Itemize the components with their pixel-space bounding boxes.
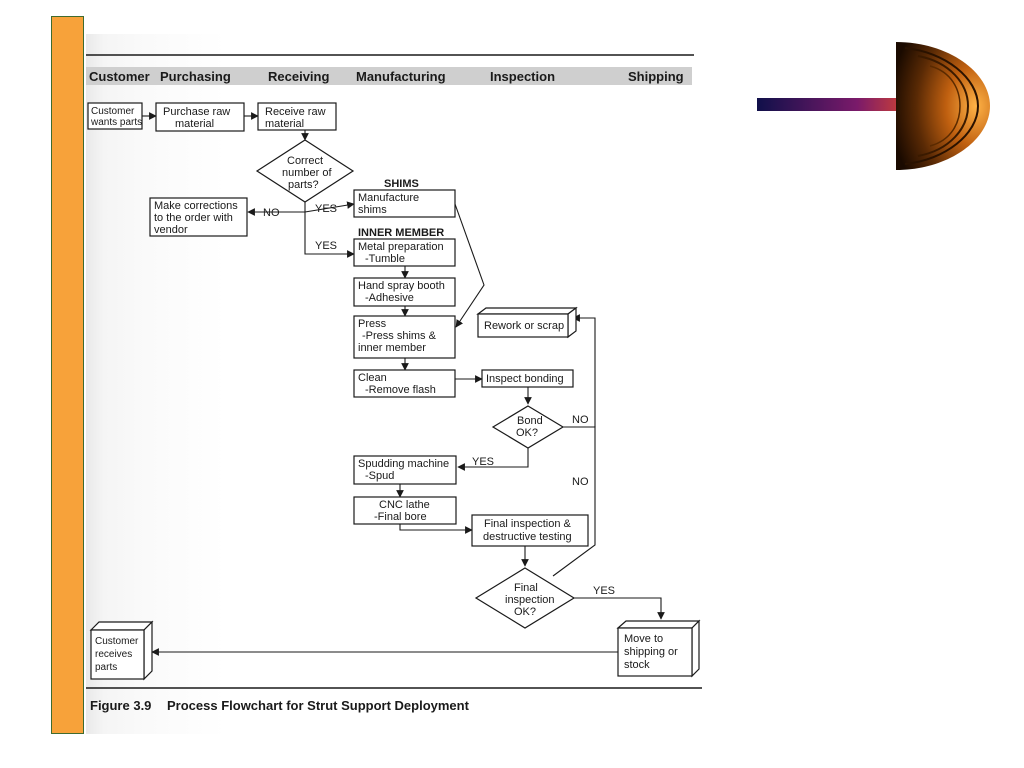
label-no-final: NO [572,476,589,488]
label-no-bond: NO [572,414,589,426]
svg-text:-Tumble: -Tumble [365,253,405,265]
svg-text:Customer: Customer [95,636,139,647]
edge-shims-to-press [454,203,485,328]
node-inspect-bonding: Inspect bonding [481,369,574,388]
lane-manufacturing: Manufacturing [356,69,446,84]
svg-text:material: material [265,118,304,130]
svg-text:Purchase raw: Purchase raw [163,106,230,118]
svg-text:-Final bore: -Final bore [374,511,427,523]
svg-text:vendor: vendor [154,224,188,236]
svg-text:Final inspection &: Final inspection & [484,518,571,530]
figure-title: Process Flowchart for Strut Support Depl… [167,698,470,713]
svg-text:Correct: Correct [287,155,323,167]
lane-customer: Customer [89,69,150,84]
svg-text:inner member: inner member [358,342,426,354]
svg-text:Rework or scrap: Rework or scrap [484,320,564,332]
svg-text:Bond: Bond [517,415,543,427]
label-yes-bond: YES [472,456,494,468]
dome-comet-icon [757,42,990,170]
edge-no-bond [563,426,596,428]
svg-text:-Press shims &: -Press shims & [362,330,437,342]
svg-text:to the order with: to the order with [154,212,233,224]
edge-yes-final [574,597,665,620]
node-spudding-machine: Spudding machine -Spud [353,455,457,485]
svg-text:shipping or: shipping or [624,646,678,658]
svg-text:Hand spray booth: Hand spray booth [358,280,445,292]
svg-text:parts?: parts? [288,179,319,191]
node-press: Press -Press shims & inner member [353,315,456,359]
edge-cnc-to-final [399,524,473,534]
lane-purchasing: Purchasing [160,69,231,84]
svg-text:Inspect bonding: Inspect bonding [486,373,564,385]
svg-text:stock: stock [624,659,650,671]
node-move-to-shipping: Move to shipping or stock [616,619,701,678]
heading-inner-member: INNER MEMBER [358,227,444,239]
svg-text:wants parts: wants parts [90,117,142,128]
heading-shims: SHIMS [384,178,419,190]
svg-text:Press: Press [358,318,387,330]
edge-yes-bond [457,448,529,471]
accent-bar [51,16,84,734]
edges [142,112,665,656]
svg-text:parts: parts [95,662,117,673]
node-cnc-lathe: CNC lathe -Final bore [353,496,457,525]
node-clean: Clean -Remove flash [353,369,456,398]
svg-text:Manufacture: Manufacture [358,192,419,204]
svg-text:material: material [175,118,214,130]
lane-receiving: Receiving [268,69,329,84]
svg-text:shims: shims [358,204,387,216]
node-customer-wants-parts: Customer wants parts [87,102,143,130]
svg-text:Spudding machine: Spudding machine [358,458,449,470]
label-no-corrections: NO [263,207,280,219]
svg-text:CNC lathe: CNC lathe [379,499,430,511]
svg-text:receives: receives [95,649,132,660]
node-rework-or-scrap: Rework or scrap [476,306,578,339]
svg-text:Metal preparation: Metal preparation [358,241,444,253]
label-yes-final: YES [593,585,615,597]
node-make-corrections: Make corrections to the order with vendo… [149,197,248,237]
svg-text:-Remove flash: -Remove flash [365,384,436,396]
lane-shipping: Shipping [628,69,684,84]
node-receive-raw-material: Receive raw material [257,102,337,131]
svg-text:destructive testing: destructive testing [483,531,572,543]
node-metal-preparation: Metal preparation -Tumble [353,238,456,267]
svg-text:number of: number of [282,167,332,179]
node-purchase-raw-material: Purchase raw material [155,102,245,132]
svg-text:Move to: Move to [624,633,663,645]
node-bond-ok-decision: Bond OK? [491,405,565,449]
svg-text:inspection: inspection [505,594,555,606]
node-final-inspection-ok-decision: Final inspection OK? [474,567,576,629]
lane-inspection: Inspection [490,69,555,84]
lane-header-band [86,67,692,85]
svg-text:Customer: Customer [91,106,135,117]
label-yes-inner: YES [315,240,337,252]
node-customer-receives-parts: Customer receives parts [89,620,154,681]
node-hand-spray-booth: Hand spray booth -Adhesive [353,277,456,307]
svg-text:OK?: OK? [516,427,538,439]
edge-yes-shims [304,201,355,213]
node-final-inspection: Final inspection & destructive testing [471,514,589,547]
svg-text:Clean: Clean [358,372,387,384]
node-manufacture-shims: Manufacture shims [353,189,456,218]
svg-text:Final: Final [514,582,538,594]
edge-no-final [552,314,596,577]
svg-text:OK?: OK? [514,606,536,618]
svg-text:Make corrections: Make corrections [154,200,238,212]
svg-text:-Spud: -Spud [365,470,394,482]
svg-text:Receive raw: Receive raw [265,106,326,118]
node-correct-number-decision: Correct number of parts? [255,139,355,203]
edge-yes-inner [304,212,355,258]
svg-text:-Adhesive: -Adhesive [365,292,414,304]
label-yes-shims: YES [315,203,337,215]
figure-number: Figure 3.9 [90,698,151,713]
